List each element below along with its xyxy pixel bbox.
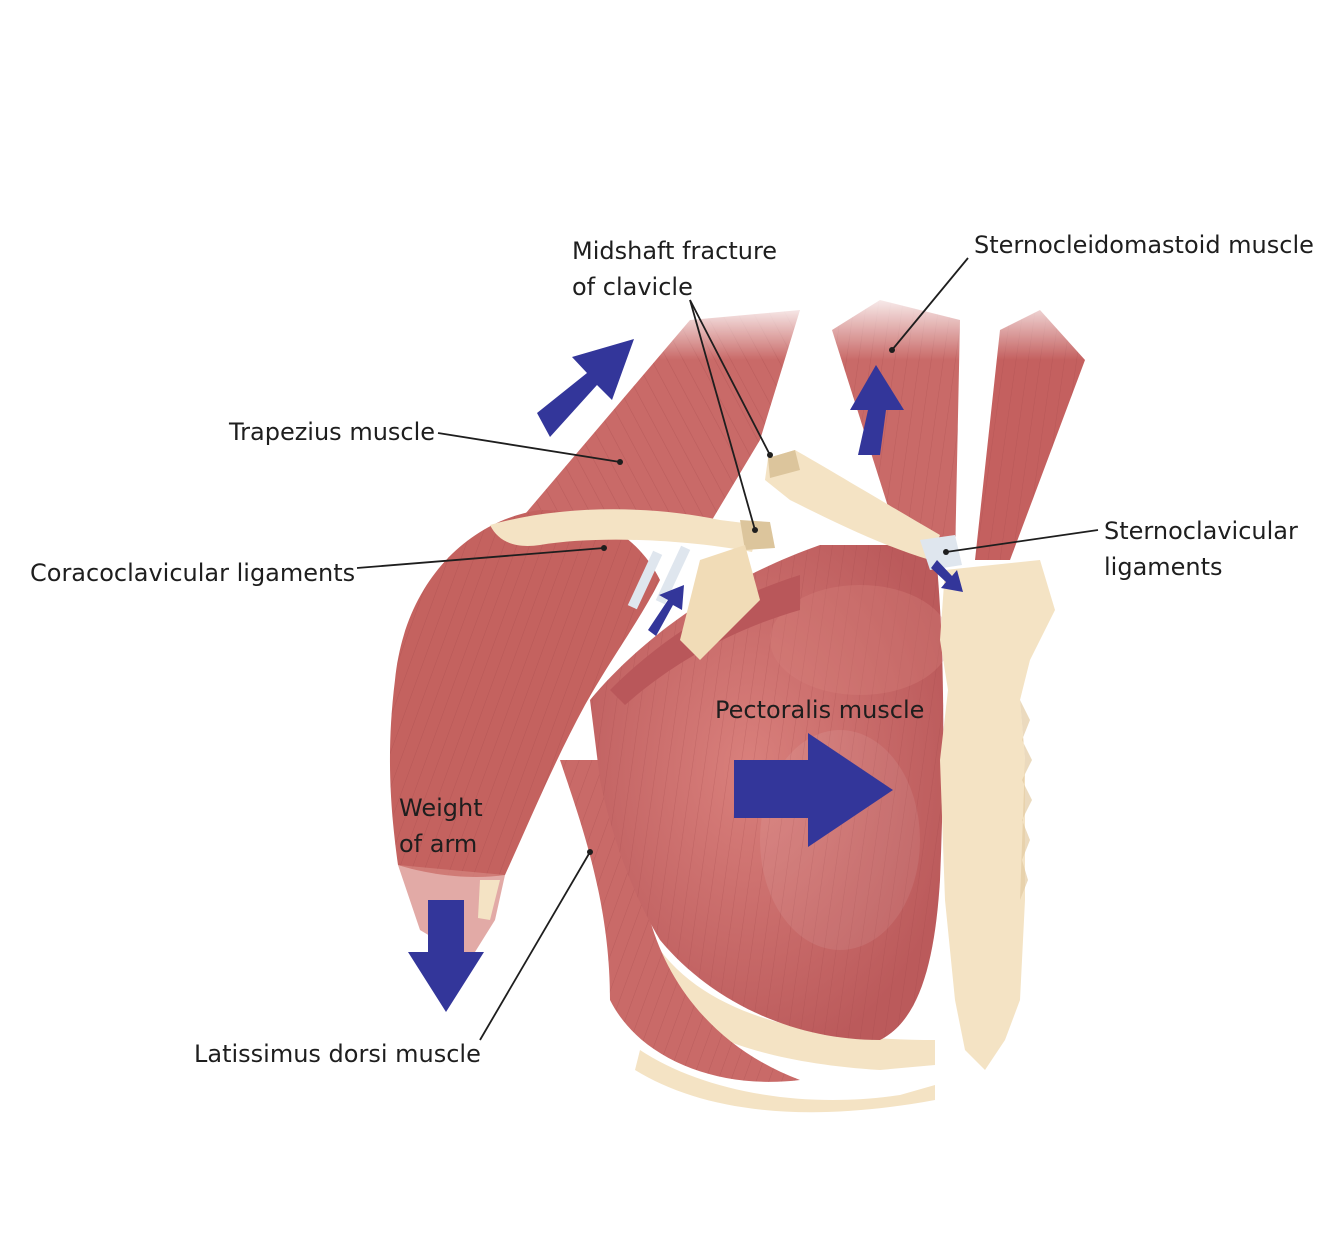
force-arrows bbox=[408, 339, 963, 1012]
sternoclavicular-ligament bbox=[920, 535, 962, 570]
clavicle-lateral-fragment bbox=[490, 509, 760, 552]
trapezius-muscle bbox=[520, 300, 830, 540]
label-weight-of-arm: Weight of arm bbox=[399, 790, 483, 862]
label-line: Midshaft fracture bbox=[572, 237, 778, 265]
label-line: of arm bbox=[399, 830, 478, 858]
force-arrow-icon bbox=[648, 585, 684, 636]
coracoclavicular-ligaments bbox=[627, 545, 691, 610]
label-line: ligaments bbox=[1104, 553, 1223, 581]
label-pectoralis: Pectoralis muscle bbox=[715, 696, 925, 724]
leader-midshaft-2 bbox=[689, 299, 771, 456]
leader-coracoclavicular bbox=[356, 547, 605, 569]
clavicle-medial-fragment bbox=[765, 450, 940, 560]
label-sternoclavicular: Sternoclavicular ligaments bbox=[1104, 513, 1298, 585]
pectoralis-muscle bbox=[590, 545, 950, 1040]
sternum bbox=[940, 560, 1055, 1070]
deltoid-muscle bbox=[389, 510, 660, 877]
force-arrow-icon bbox=[931, 560, 963, 592]
coracoid-process bbox=[680, 545, 760, 660]
leader-dots bbox=[587, 347, 949, 855]
label-line: of clavicle bbox=[572, 273, 693, 301]
neck-muscles bbox=[820, 290, 1110, 560]
label-trapezius: Trapezius muscle bbox=[229, 418, 436, 446]
leader-scm bbox=[891, 257, 969, 351]
clavicle bbox=[490, 450, 940, 560]
leader-trapezius bbox=[437, 432, 621, 463]
label-line: Weight bbox=[399, 794, 483, 822]
label-sternocleidomastoid: Sternocleidomastoid muscle bbox=[974, 231, 1314, 259]
force-arrow-icon bbox=[408, 900, 484, 1012]
force-arrow-icon bbox=[734, 733, 893, 847]
label-coracoclavicular: Coracoclavicular ligaments bbox=[30, 559, 356, 587]
force-arrow-icon bbox=[537, 339, 634, 437]
label-midshaft-fracture: Midshaft fracture of clavicle bbox=[572, 233, 777, 305]
force-arrow-icon bbox=[850, 365, 904, 455]
label-line: Sternoclavicular bbox=[1104, 517, 1298, 545]
leader-sternoclavicular bbox=[945, 529, 1099, 553]
leader-latissimus bbox=[479, 851, 591, 1041]
leader-midshaft-1 bbox=[689, 299, 756, 531]
label-latissimus-dorsi: Latissimus dorsi muscle bbox=[194, 1040, 481, 1068]
leader-lines bbox=[356, 257, 1099, 1041]
